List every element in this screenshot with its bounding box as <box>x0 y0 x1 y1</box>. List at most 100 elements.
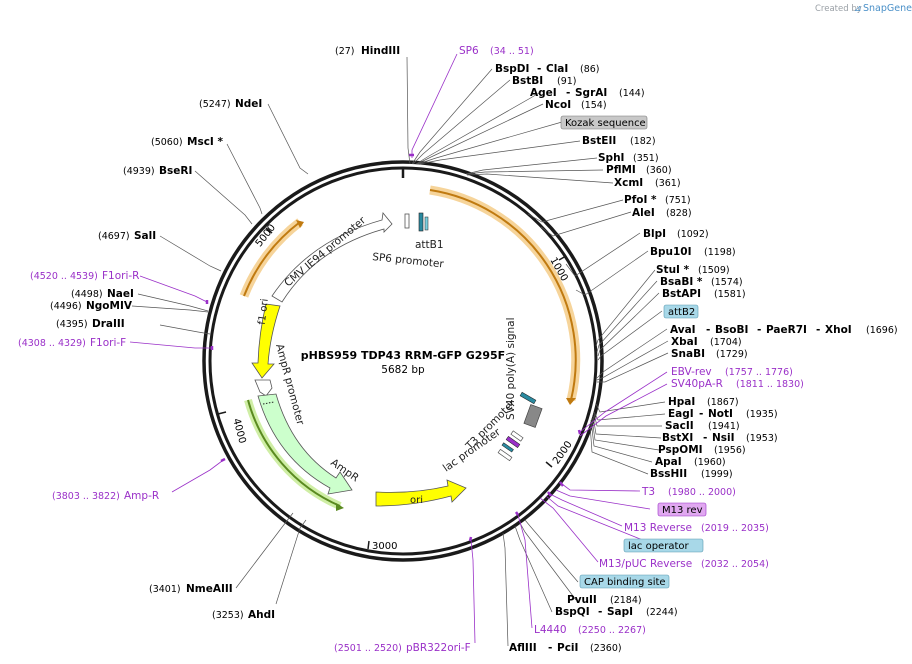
site-pfoi[interactable]: PfoI * (751) <box>624 194 691 206</box>
site-nmeaiii[interactable]: (3401) NmeAIII <box>149 583 233 595</box>
svg-text:PciI: PciI <box>557 642 578 654</box>
feature-lac-operator[interactable]: lac operator <box>623 538 704 553</box>
svg-text:(1729): (1729) <box>716 349 748 360</box>
feature-kozak[interactable]: Kozak sequence <box>560 115 648 130</box>
lac-promoter-feature[interactable] <box>497 448 513 462</box>
site-hindiii[interactable]: (27) HindIII <box>335 45 400 57</box>
svg-text:(4498): (4498) <box>71 289 103 300</box>
sp6-promoter-feature[interactable] <box>404 213 410 229</box>
primer-m13-reverse[interactable]: M13 Reverse (2019 .. 2035) <box>624 522 769 534</box>
svg-text:(1509): (1509) <box>698 265 730 276</box>
svg-text:(5247): (5247) <box>199 99 231 110</box>
svg-text:-: - <box>566 87 570 99</box>
svg-text:CAP binding site: CAP binding site <box>584 577 666 588</box>
site-bspqi-sapi[interactable]: BspQI - SapI (2244) <box>555 606 678 618</box>
primer-amp-r[interactable]: (3803 .. 3822) Amp-R <box>52 490 159 502</box>
site-bstapi[interactable]: BstAPI (1581) <box>662 288 746 300</box>
site-ahdi[interactable]: (3253) AhdI <box>212 609 275 621</box>
feature-cap-binding-site[interactable]: CAP binding site <box>579 574 670 589</box>
primer-f1ori-r[interactable]: (4520 .. 4539) F1ori-R <box>30 270 139 282</box>
site-eagi-noti[interactable]: EagI - NotI (1935) <box>668 408 778 420</box>
primer-t3[interactable]: T3 (1980 .. 2000) <box>641 486 736 498</box>
lac-operator-feature[interactable] <box>501 442 514 453</box>
svg-text:(86): (86) <box>580 64 600 75</box>
site-xcmi[interactable]: XcmI (361) <box>614 177 681 189</box>
svg-text:NmeAIII: NmeAIII <box>186 583 233 595</box>
primer-m13-puc-reverse[interactable]: M13/pUC Reverse (2032 .. 2054) <box>599 558 769 570</box>
leader-lines <box>131 56 669 647</box>
svg-text:SacII: SacII <box>665 420 694 432</box>
svg-text:PaeR7I: PaeR7I <box>766 324 807 336</box>
site-pflmi[interactable]: PflMI (360) <box>606 164 672 176</box>
svg-text:BstAPI: BstAPI <box>662 288 701 300</box>
site-apai[interactable]: ApaI (1960) <box>655 456 726 468</box>
sv40-polya-label: SV40 poly(A) signal <box>505 317 517 420</box>
t3-promoter-feature[interactable] <box>510 430 524 442</box>
primer-l4440[interactable]: L4440 (2250 .. 2267) <box>534 624 646 636</box>
cmv-promoter-arrow[interactable] <box>271 212 393 303</box>
svg-text:BspDI: BspDI <box>495 63 529 75</box>
site-xbai[interactable]: XbaI (1704) <box>671 336 742 348</box>
site-agei-sgrai[interactable]: AgeI - SgrAI (144) <box>530 87 645 99</box>
site-sali[interactable]: (4697) SalI <box>98 230 156 242</box>
site-bstbi[interactable]: BstBI (91) <box>512 75 577 87</box>
svg-text:attB2: attB2 <box>668 307 695 318</box>
feature-attb2[interactable]: attB2 <box>663 304 699 319</box>
site-ngomiv[interactable]: (4496) NgoMIV <box>50 300 133 312</box>
sv40-polya-feature[interactable] <box>523 404 543 428</box>
site-bsshii[interactable]: BssHII (1999) <box>650 468 733 480</box>
site-draiii[interactable]: (4395) DraIII <box>56 318 125 330</box>
site-avai-group[interactable]: AvaI - BsoBI - PaeR7I - XhoI (1696) <box>670 324 898 336</box>
site-pspomi[interactable]: PspOMI (1956) <box>658 444 746 456</box>
site-ndei[interactable]: (5247) NdeI <box>199 98 262 110</box>
svg-text:(27): (27) <box>335 46 355 57</box>
orf-arc[interactable] <box>429 189 577 401</box>
site-bstxi-nsii[interactable]: BstXI - NsiI (1953) <box>662 432 778 444</box>
site-bsabi[interactable]: BsaBI * (1574) <box>660 276 743 288</box>
svg-text:(1956): (1956) <box>714 445 746 456</box>
feature-m13-rev[interactable]: M13 rev <box>657 502 707 517</box>
site-ncoi[interactable]: NcoI (154) <box>545 99 607 111</box>
primer-f1ori-f[interactable]: (4308 .. 4329) F1ori-F <box>18 337 126 349</box>
site-alei[interactable]: AleI (828) <box>632 207 692 219</box>
attb1-feature[interactable] <box>418 212 424 232</box>
svg-text:AhdI: AhdI <box>248 609 275 621</box>
tick-label-3000: 3000 <box>372 541 397 552</box>
svg-text:(2250 .. 2267): (2250 .. 2267) <box>578 625 646 636</box>
site-msci[interactable]: (5060) MscI * <box>151 136 223 148</box>
ampr-arc[interactable] <box>247 399 341 507</box>
site-bseri[interactable]: (4939) BseRI <box>123 165 192 177</box>
svg-text:M13 rev: M13 rev <box>662 505 703 516</box>
site-afliii-pcii[interactable]: AflIII - PciI (2360) <box>509 642 622 654</box>
svg-text:ApaI: ApaI <box>655 456 682 468</box>
svg-text:(1960): (1960) <box>694 457 726 468</box>
primer-pbr322ori-f[interactable]: (2501 .. 2520) pBR322ori-F <box>334 642 471 654</box>
svg-text:(351): (351) <box>633 153 659 164</box>
site-bpu10i[interactable]: Bpu10I (1198) <box>650 246 736 258</box>
site-bsteii[interactable]: BstEII (182) <box>582 135 656 147</box>
site-hpai[interactable]: HpaI (1867) <box>668 396 739 408</box>
ampr-promoter-arrow[interactable] <box>254 379 273 397</box>
primer-sv40pa-r[interactable]: SV40pA-R (1811 .. 1830) <box>671 378 804 390</box>
f1-ori-arrow[interactable] <box>251 303 281 379</box>
orf-arc-highlight <box>429 185 581 402</box>
ori-arrow[interactable] <box>375 479 467 507</box>
site-stui[interactable]: StuI * (1509) <box>656 264 730 276</box>
attb2-feature[interactable] <box>519 391 537 405</box>
m13-feature[interactable] <box>505 435 521 449</box>
site-bspdi-clai[interactable]: BspDI - ClaI (86) <box>495 63 600 75</box>
site-blpi[interactable]: BlpI (1092) <box>643 228 709 240</box>
ampr-gene-arrow[interactable] <box>257 393 353 495</box>
svg-text:BssHII: BssHII <box>650 468 687 480</box>
site-sphi[interactable]: SphI (351) <box>598 152 659 164</box>
left-orf-arc[interactable] <box>243 221 301 297</box>
site-sacii[interactable]: SacII (1941) <box>665 420 740 432</box>
attb1-feature-2 <box>424 216 429 231</box>
primer-ebv-rev[interactable]: EBV-rev (1757 .. 1776) <box>671 366 793 378</box>
site-snabi[interactable]: SnaBI (1729) <box>671 348 748 360</box>
primer-sp6[interactable]: SP6 (34 .. 51) <box>459 45 534 57</box>
site-pvuii[interactable]: PvuII (2184) <box>567 594 642 606</box>
svg-text:NcoI: NcoI <box>545 99 571 111</box>
svg-text:(1581): (1581) <box>714 289 746 300</box>
site-naei[interactable]: (4498) NaeI <box>71 288 134 300</box>
